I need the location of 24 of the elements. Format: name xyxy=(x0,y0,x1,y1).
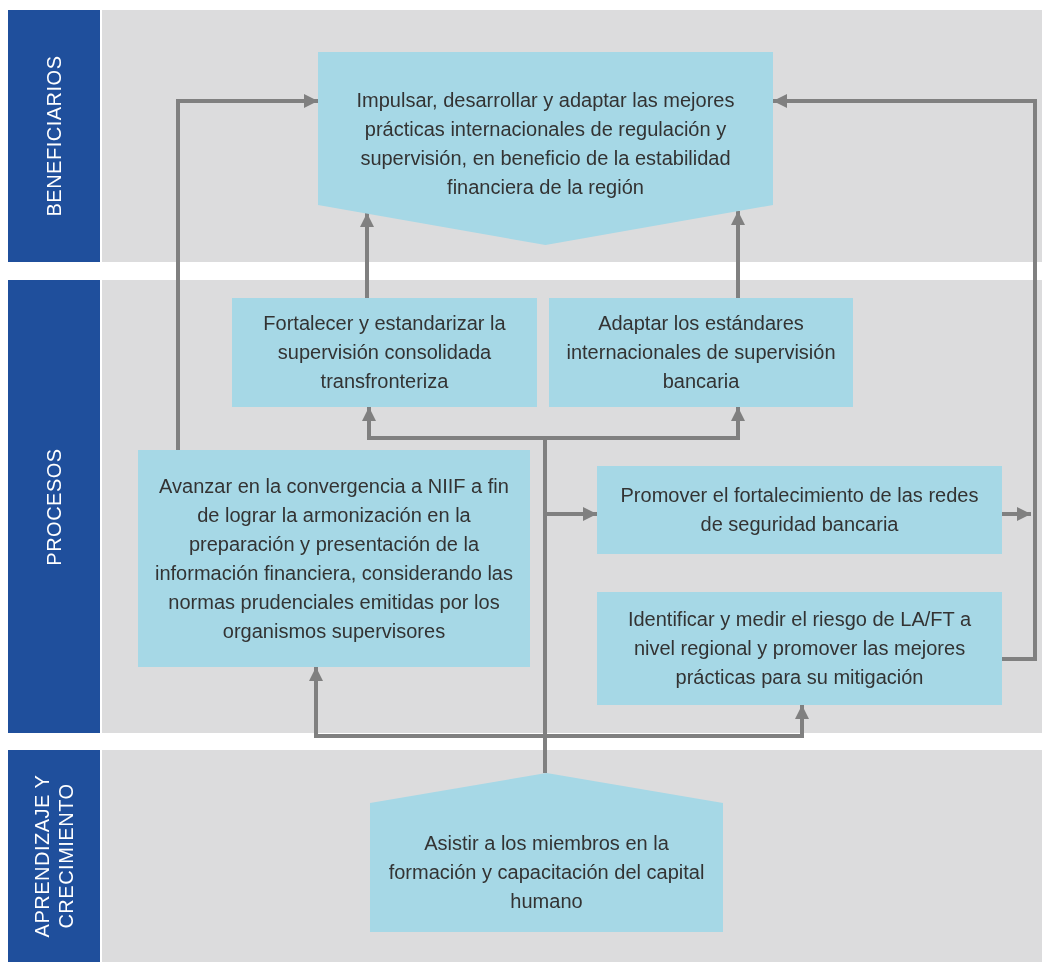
objective-box xyxy=(597,466,1002,554)
section-label: APRENDIZAJE Y CRECIMIENTO xyxy=(30,773,78,940)
objective-text: Fortalecer y estandarizar la supervisión consolidada transfronteriza xyxy=(262,311,507,394)
objective-text: Asistir a los miembros en la formación y capacitación del capital humano xyxy=(387,830,706,914)
objective-text: Identificar y medir el riesgo de LA/FT a nivel regional y promover las mejores prácticas para su mitigación xyxy=(626,607,973,690)
objective-text: Promover el fortalecimiento de las redes de seguridad bancaria xyxy=(619,483,980,537)
objective-box xyxy=(138,450,530,667)
section-label: BENEFICIARIOS xyxy=(42,54,66,219)
arrow xyxy=(731,211,745,298)
objective-text: Impulsar, desarrollar y adaptar las mejores prácticas internacionales de regulación y supervisión, en beneficio de la estabilidad financiera de la región xyxy=(355,88,736,200)
objective-text: Adaptar los estándares internacionales de supervisión bancaria xyxy=(565,311,837,394)
objective-text: Avanzar en la convergencia a NIIF a fin de lograr la armonización en la preparación y presentación de la información financiera, considerando las normas prudenciales emitidas por los organismos supervisores xyxy=(154,473,514,644)
objective-box xyxy=(597,592,1002,705)
category-bar xyxy=(8,750,100,962)
category-bar xyxy=(8,10,100,262)
goal-pentagon xyxy=(318,52,773,245)
arrow xyxy=(1002,507,1031,521)
arrow xyxy=(176,94,318,450)
arrow xyxy=(773,94,1037,661)
objective-box xyxy=(549,298,853,407)
objective-box xyxy=(232,298,537,407)
arrow xyxy=(360,213,374,298)
category-bar xyxy=(8,280,100,733)
section-label: PROCESOS xyxy=(42,446,66,568)
